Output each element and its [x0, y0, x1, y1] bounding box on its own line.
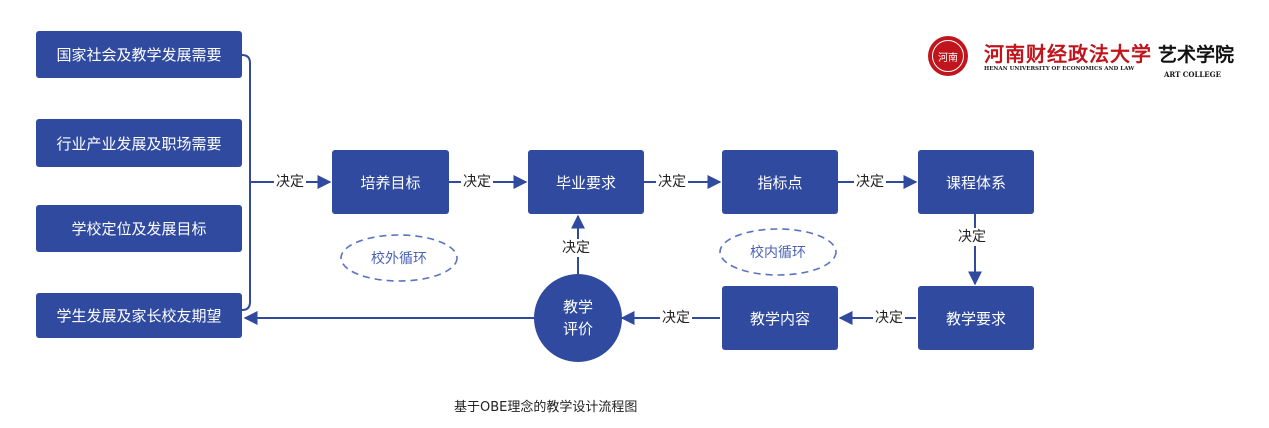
edge-label-content-eval: 决定 [660, 309, 692, 327]
edge-label-grad-indicator: 决定 [656, 173, 688, 191]
edge-label-goal-grad: 决定 [461, 173, 493, 191]
node-indicator: 指标点 [722, 150, 838, 214]
university-seal-icon: 河南 [928, 36, 968, 76]
input-box-national: 国家社会及教学发展需要 [36, 31, 242, 78]
node-teaching-evaluation: 教学 评价 [534, 274, 622, 362]
node-training-goal: 培养目标 [332, 150, 449, 214]
edge-label-teachreq-content: 决定 [873, 309, 905, 327]
input-box-student: 学生发展及家长校友期望 [36, 293, 242, 338]
edge-label-indicator-curriculum: 决定 [854, 173, 886, 191]
node-curriculum: 课程体系 [918, 150, 1034, 214]
edge-label-curriculum-teachreq: 决定 [956, 228, 988, 246]
college-name-en: ART COLLEGE [1164, 70, 1221, 79]
node-teaching-content: 教学内容 [722, 286, 838, 350]
outer-loop-ellipse [340, 234, 458, 282]
input-bracket [241, 54, 251, 311]
figure-caption: 基于OBE理念的教学设计流程图 [454, 400, 638, 415]
university-name-cn: 河南财经政法大学 [984, 42, 1152, 66]
inner-loop-ellipse [719, 228, 837, 276]
input-box-school: 学校定位及发展目标 [36, 205, 242, 252]
node-teaching-requirement: 教学要求 [918, 286, 1034, 350]
eval-line-1: 教学 [562, 298, 593, 316]
college-name-cn: 艺术学院 [1158, 44, 1235, 66]
seal-inner: 河南 [932, 40, 964, 72]
outer-loop-label: 校外循环 [371, 251, 427, 267]
node-graduation-requirement: 毕业要求 [528, 150, 644, 214]
input-box-industry: 行业产业发展及职场需要 [36, 119, 242, 167]
university-name-en: HENAN UNIVERSITY OF ECONOMICS AND LAW [984, 66, 1135, 72]
edge-label-eval-grad: 决定 [560, 239, 592, 257]
edge-label-inputs-goal: 决定 [274, 173, 306, 191]
inner-loop-label: 校内循环 [750, 245, 806, 261]
eval-line-2: 评价 [562, 320, 593, 338]
